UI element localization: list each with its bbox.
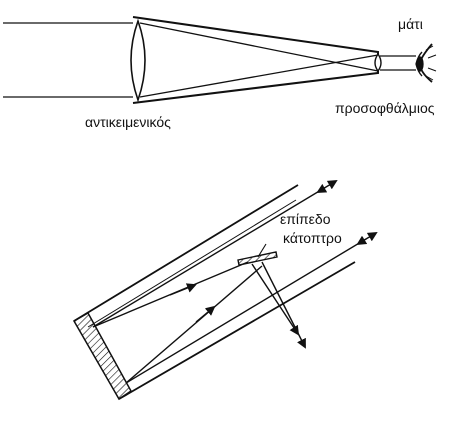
reflecting-telescope: [74, 179, 378, 399]
internal-ray-1: [140, 23, 378, 71]
telescope-tube: [133, 17, 378, 103]
tube-wall-lower: [119, 262, 355, 399]
incoming-ray-lower: [126, 231, 378, 383]
internal-ray-2: [140, 55, 378, 97]
tube-wall-upper: [74, 185, 298, 321]
eye-label: μάτι: [398, 16, 423, 32]
incoming-ray-upper: [93, 179, 338, 327]
output-ray-1: [252, 264, 300, 336]
flat-mirror-label-line1: επίπεδο: [280, 211, 331, 227]
objective-lens: [131, 21, 145, 100]
eye-icon: [416, 44, 436, 82]
flat-mirror-label-line2: κάτοπτρο: [283, 230, 342, 246]
primary-mirror: [74, 313, 131, 399]
tube-wall-upper-inner: [88, 200, 296, 327]
eyepiece-lens: [375, 54, 381, 71]
refracting-telescope: [3, 17, 436, 103]
eyepiece-label: προσοφθάλμιος: [335, 100, 435, 116]
objective-label: αντικειμενικός: [85, 114, 171, 130]
flat-mirror-pointer: [258, 244, 266, 257]
output-ray-2: [262, 262, 306, 349]
flat-mirror: [238, 252, 277, 265]
reflected-ray-lower: [126, 266, 262, 383]
